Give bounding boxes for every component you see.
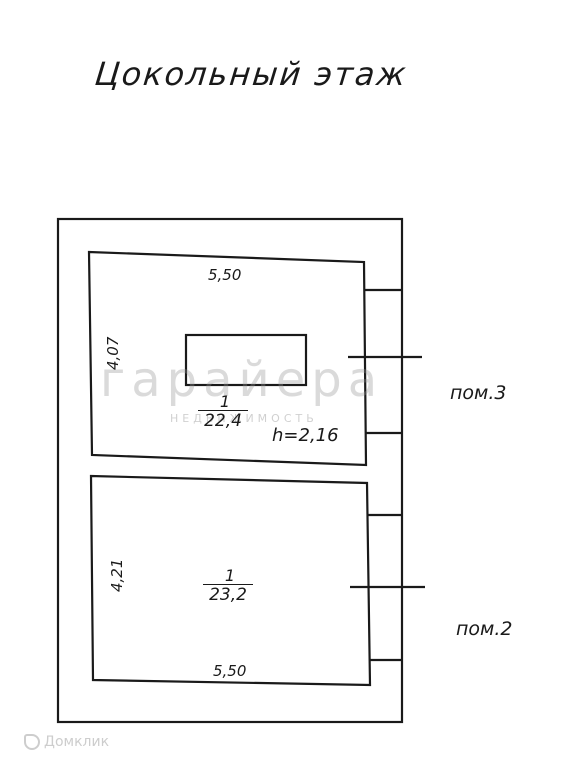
watermark-text: гарайера	[100, 352, 384, 408]
room-lower-area: 23,2	[203, 584, 253, 605]
room-upper-outline	[87, 250, 368, 467]
logo: Домклик	[24, 734, 109, 750]
room-lower-width: 5,50	[213, 662, 247, 680]
outer-wall	[56, 217, 404, 724]
label-pom3: пом.3	[450, 382, 507, 404]
room-upper-number: 1	[219, 392, 231, 411]
room-lower-number: 1	[224, 566, 236, 585]
room-lower-depth: 4,21	[108, 558, 126, 592]
room-upper-depth: 4,07	[104, 336, 122, 370]
label-pom2: пом.2	[456, 618, 513, 640]
room-upper-area: 22,4	[198, 410, 248, 431]
logo-icon	[24, 734, 40, 750]
floor-title: Цокольный этаж	[93, 55, 410, 93]
room-upper-height: h=2,16	[272, 425, 339, 446]
column-outline	[184, 333, 308, 387]
watermark-subtext: НЕДВИЖИМОСТЬ	[170, 412, 318, 425]
room-lower-outline	[89, 474, 372, 687]
room-upper-width: 5,50	[208, 266, 242, 284]
logo-text: Домклик	[44, 734, 110, 750]
